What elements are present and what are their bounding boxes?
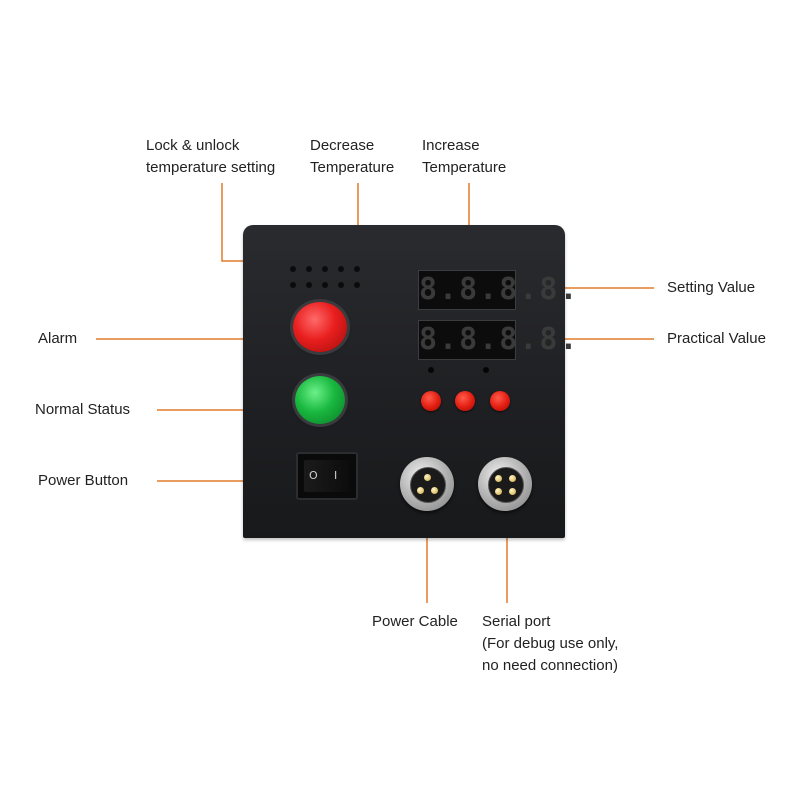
power-switch-rocker[interactable]: O I: [304, 460, 350, 492]
decrease-temperature-button[interactable]: [455, 391, 475, 411]
serial-port-label: Serial port (For debug use only, no need…: [482, 613, 619, 674]
power-switch[interactable]: O I: [296, 452, 358, 500]
normal-status-lamp: [295, 376, 345, 424]
power-connector-socket: [410, 467, 446, 503]
practical-value-label: Practical Value: [667, 330, 766, 347]
increase-temperature-label: Increase Temperature: [422, 137, 507, 176]
switch-off-mark: O: [309, 469, 318, 482]
indicator-led-left: [428, 367, 434, 373]
setting-value-display: 8.8.8.8.: [418, 270, 578, 310]
practical-value-display: 8.8.8.8.: [418, 320, 578, 360]
indicator-led-right: [483, 367, 489, 373]
lock-unlock-label: Lock & unlock temperature setting: [146, 137, 276, 176]
serial-port-socket: [488, 467, 524, 503]
setting-value-label: Setting Value: [667, 279, 756, 296]
serial-port-connector: [478, 457, 532, 511]
alarm-label: Alarm: [38, 330, 78, 347]
increase-temperature-button[interactable]: [490, 391, 510, 411]
power-button-label: Power Button: [38, 472, 129, 489]
alarm-lamp: [293, 302, 347, 352]
switch-on-mark: I: [334, 469, 338, 482]
normal-status-label: Normal Status: [35, 401, 131, 418]
power-cable-connector: [400, 457, 454, 511]
power-cable-label: Power Cable: [372, 613, 458, 630]
lock-unlock-button[interactable]: [421, 391, 441, 411]
decrease-temperature-label: Decrease Temperature: [310, 137, 395, 176]
